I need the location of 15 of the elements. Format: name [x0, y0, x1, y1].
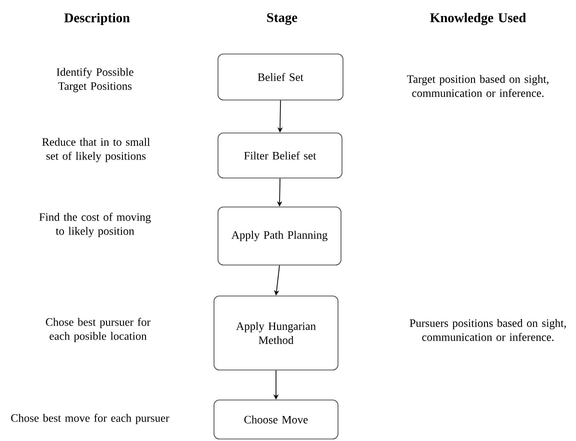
column-heading: Knowledge Used	[430, 12, 526, 26]
column-heading: Stage	[267, 13, 298, 25]
description-text: Reduce that in to small set of likely positions	[42, 138, 150, 162]
description-text: Chose best move for each pursuer	[11, 414, 170, 424]
description-text: Chose best pursuer for each posible location	[46, 318, 150, 342]
stage-box: Apply Hungarian Method	[214, 296, 338, 370]
knowledge-text: Pursuers positions based on sight, communication or inference.	[410, 318, 566, 341]
knowledge-text: Target position based on sight, communication or inference.	[407, 74, 548, 97]
stage-box: Belief Set	[218, 54, 344, 100]
stage-box: Filter Belief set	[218, 132, 342, 178]
column-heading: Description	[64, 12, 130, 26]
stage-box: Apply Path Planning	[218, 206, 342, 266]
description-text: Find the cost of moving to likely position	[39, 212, 151, 238]
description-text: Identify Possible Target Positions	[56, 68, 134, 92]
stage-box: Choose Move	[214, 400, 338, 440]
